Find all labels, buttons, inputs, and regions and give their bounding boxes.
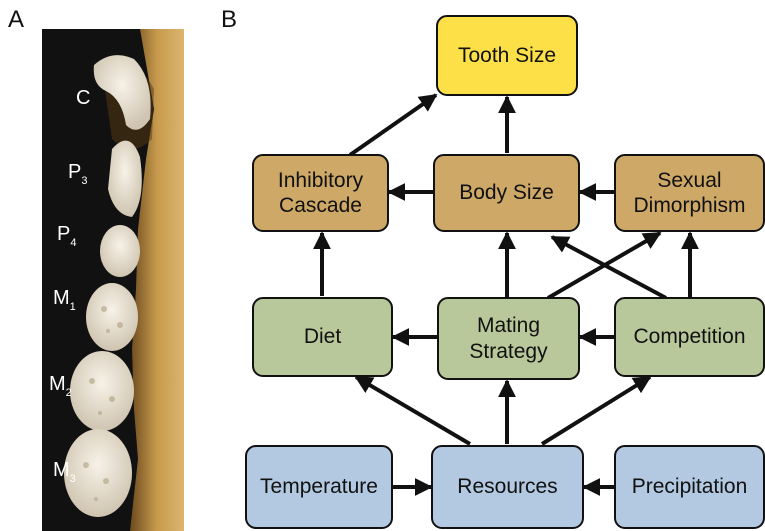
node-diet: Diet [252, 297, 393, 377]
node-sexual-dimorphism: Sexual Dimorphism [614, 154, 765, 232]
node-body-size: Body Size [433, 154, 580, 232]
arrow-inhibitory-cascade-to-tooth-size [350, 95, 436, 155]
node-resources: Resources [431, 445, 584, 529]
node-mating-strategy: Mating Strategy [437, 297, 580, 380]
node-tooth-size: Tooth Size [436, 15, 578, 96]
arrow-resources-to-competition [542, 377, 650, 444]
arrow-resources-to-diet [356, 377, 470, 444]
arrow-competition-to-body-size [552, 237, 666, 298]
node-inhibitory-cascade: Inhibitory Cascade [252, 154, 389, 232]
node-competition: Competition [614, 297, 765, 377]
node-temperature: Temperature [245, 445, 393, 529]
node-precipitation: Precipitation [614, 445, 765, 529]
